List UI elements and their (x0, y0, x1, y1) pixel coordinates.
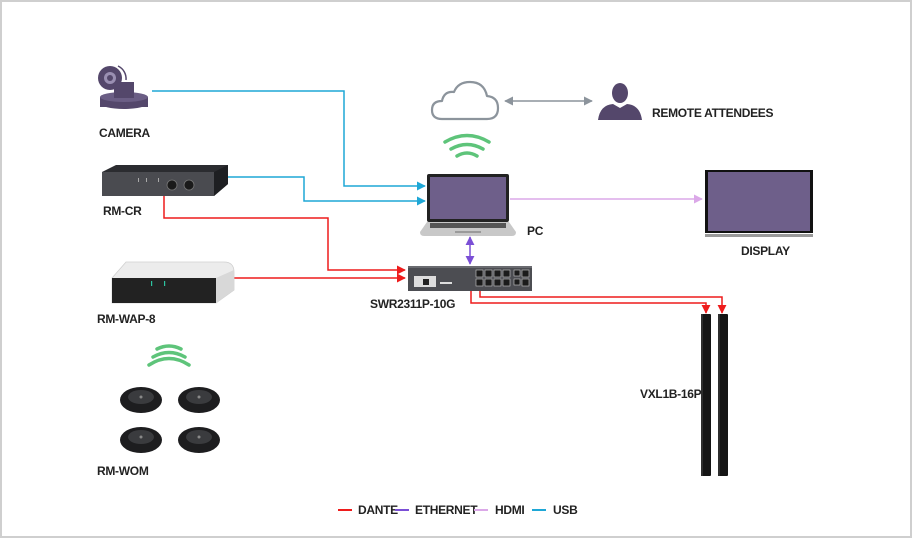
speaker-device[interactable]: VXL1B-16P (640, 314, 728, 476)
rm-wap-label: RM-WAP-8 (97, 312, 156, 326)
legend: DANTE ETHERNET HDMI USB (338, 503, 578, 517)
rm-wom-label: RM-WOM (97, 464, 149, 478)
access-point-icon (111, 261, 235, 304)
rm-wap-device[interactable]: RM-WAP-8 (97, 261, 235, 326)
pc-device[interactable]: PC (420, 174, 544, 238)
usb-line-rmcr-pc (228, 176, 426, 206)
line-array-speaker-icon (701, 314, 728, 476)
microphone-icon (120, 387, 220, 453)
rm-cr-label: RM-CR (103, 204, 142, 218)
camera-icon (98, 65, 148, 109)
legend-item-hdmi: HDMI (474, 503, 525, 517)
dante-line-rmcr-switch (163, 196, 406, 275)
switch-device[interactable]: SWR2311P-10G (370, 266, 532, 311)
rm-cr-processor-icon (102, 165, 228, 196)
display-label: DISPLAY (741, 244, 790, 258)
remote-attendees[interactable]: REMOTE ATTENDEES (598, 83, 774, 120)
user-icon (598, 83, 642, 120)
legend-label-dante: DANTE (358, 503, 398, 517)
pc-wifi-icon (443, 133, 491, 158)
monitor-icon (705, 170, 813, 237)
display-device[interactable]: DISPLAY (705, 170, 813, 258)
legend-item-usb: USB (532, 503, 578, 517)
rm-cr-device[interactable]: RM-CR (102, 165, 228, 218)
speaker-label: VXL1B-16P (640, 387, 702, 401)
remote-attendees-label: REMOTE ATTENDEES (652, 106, 774, 120)
rm-wom-device[interactable]: RM-WOM (97, 387, 220, 478)
dante-line-switch-speaker-left (470, 291, 711, 314)
camera-label: CAMERA (99, 126, 150, 140)
legend-item-ethernet: ETHERNET (395, 503, 479, 517)
usb-line-camera-pc (152, 90, 426, 191)
legend-item-dante: DANTE (338, 503, 398, 517)
connections (152, 90, 727, 314)
cloud-icon (430, 80, 500, 121)
laptop-icon (420, 174, 516, 236)
pc-label: PC (527, 224, 544, 238)
network-switch-icon (408, 266, 532, 291)
dante-line-switch-speaker-right (479, 291, 727, 314)
legend-label-ethernet: ETHERNET (415, 503, 478, 517)
legend-label-usb: USB (553, 503, 578, 517)
legend-label-hdmi: HDMI (495, 503, 524, 517)
camera-device[interactable]: CAMERA (98, 65, 151, 140)
wifi-icon (147, 344, 191, 367)
switch-label: SWR2311P-10G (370, 297, 455, 311)
